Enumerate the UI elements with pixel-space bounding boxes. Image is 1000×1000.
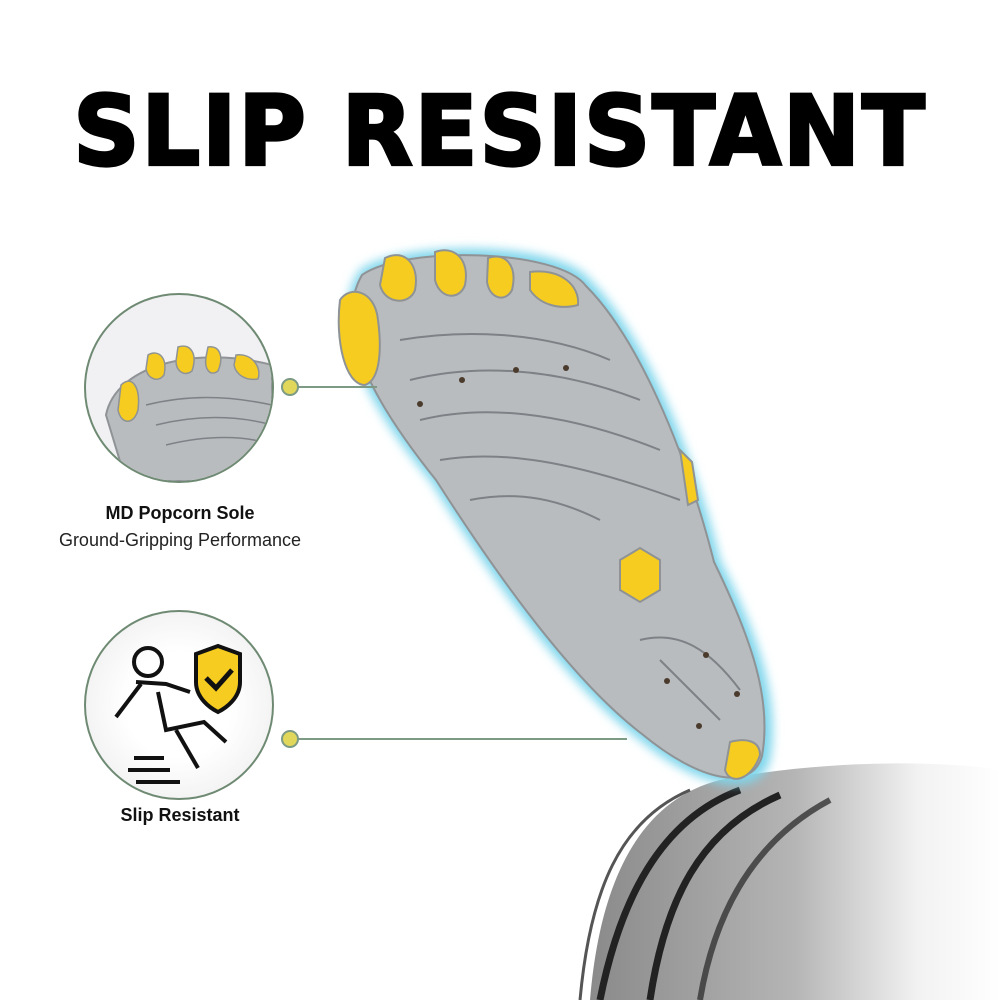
slipping-person-shield-check-icon	[114, 643, 242, 784]
sole-closeup-image	[104, 345, 272, 481]
tire-image	[578, 763, 1000, 1000]
feature-subtitle-popcorn-sole: Ground-Gripping Performance	[58, 530, 302, 550]
connector-line-1	[297, 386, 377, 388]
feature-title-popcorn-sole: MD Popcorn Sole	[105, 503, 255, 523]
feature-title-slip-resistant: Slip Resistant	[120, 805, 240, 825]
page-title: SLIP RESISTANT	[72, 74, 927, 189]
sole-closeup-circle	[84, 293, 274, 483]
slip-resistant-icon-circle	[84, 610, 274, 800]
connector-line-2	[297, 738, 627, 740]
